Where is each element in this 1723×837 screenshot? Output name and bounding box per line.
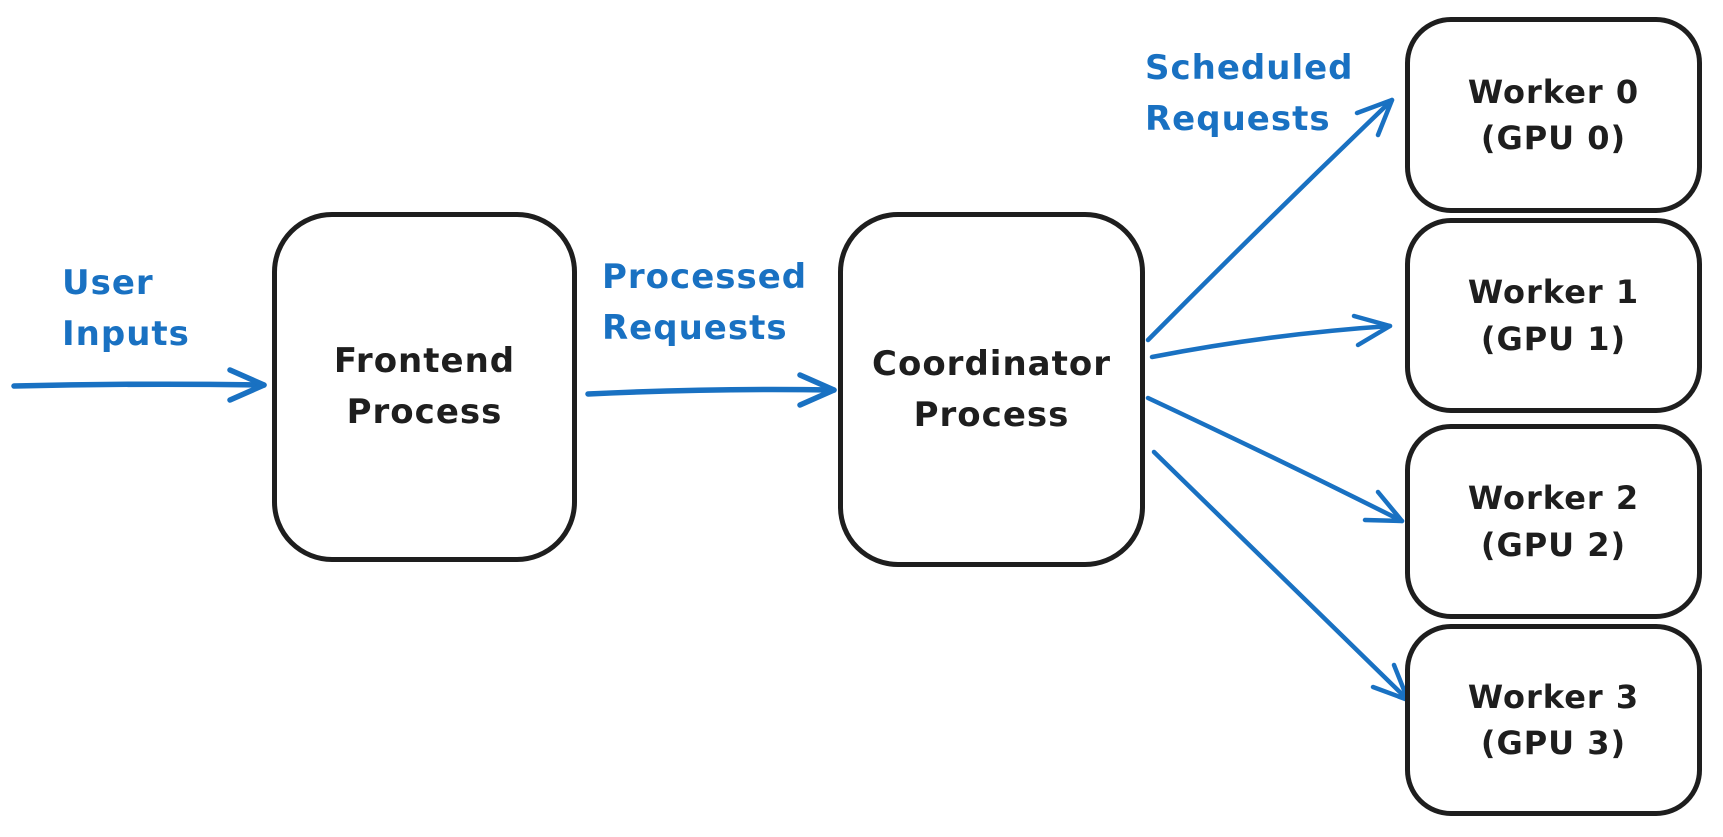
node-worker-1: Worker 1 (GPU 1)	[1405, 218, 1702, 413]
node-worker-0: Worker 0 (GPU 0)	[1405, 17, 1702, 213]
arrow-to-worker1	[1149, 323, 1393, 360]
node-coordinator-process-line1: Coordinator	[872, 343, 1111, 384]
label-user-inputs-line1: User	[62, 263, 154, 303]
label-user-inputs-line2: Inputs	[62, 314, 190, 354]
node-worker-0-line1: Worker 0	[1467, 72, 1640, 111]
label-user-inputs: User Inputs	[62, 258, 190, 360]
label-processed-requests-line1: Processed	[602, 257, 808, 297]
node-frontend-process-line2: Process	[346, 392, 503, 432]
node-worker-2-line1: Worker 2	[1467, 479, 1640, 518]
node-worker-3-line2: (GPU 3)	[1480, 724, 1627, 762]
arrow-to-worker3	[1151, 449, 1411, 703]
arrow-user-inputs-head	[227, 367, 267, 403]
label-scheduled-requests-line1: Scheduled	[1145, 48, 1354, 88]
node-worker-2: Worker 2 (GPU 2)	[1405, 424, 1702, 619]
label-scheduled-requests-line2: Requests	[1145, 99, 1331, 139]
arrow-to-worker0-head	[1354, 97, 1395, 138]
arrow-user-inputs	[11, 381, 267, 389]
node-coordinator-process-line2: Process	[913, 394, 1070, 435]
arrow-to-worker1-head	[1351, 313, 1393, 348]
node-worker-1-line2: (GPU 1)	[1480, 319, 1627, 358]
arrow-processed-requests-head	[797, 372, 837, 408]
label-processed-requests: Processed Requests	[602, 252, 807, 354]
arrow-processed-requests	[585, 386, 837, 397]
arrow-to-worker2-head	[1362, 489, 1405, 524]
node-worker-3-line1: Worker 3	[1467, 677, 1640, 716]
node-frontend-process: Frontend Process	[272, 212, 577, 562]
node-worker-3: Worker 3 (GPU 3)	[1405, 624, 1702, 816]
node-coordinator-process: Coordinator Process	[838, 212, 1145, 567]
node-frontend-process-line1: Frontend	[333, 341, 516, 381]
node-worker-2-line2: (GPU 2)	[1480, 525, 1627, 564]
label-processed-requests-line2: Requests	[602, 308, 788, 348]
arrow-to-worker2	[1145, 395, 1405, 524]
node-worker-0-line2: (GPU 0)	[1480, 119, 1627, 157]
node-worker-1-line1: Worker 1	[1467, 273, 1640, 312]
arrow-to-worker0	[1145, 97, 1395, 343]
label-scheduled-requests: Scheduled Requests	[1145, 43, 1354, 145]
